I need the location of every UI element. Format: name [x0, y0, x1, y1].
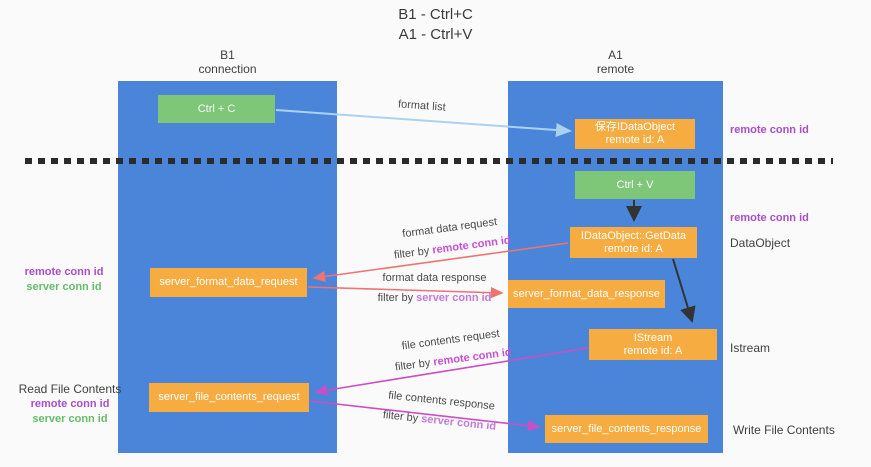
server-file-contents-request-node: server_file_contents_request [149, 383, 309, 412]
phase-divider-dashed-line [25, 158, 833, 164]
lane-a1-role: remote [596, 62, 635, 76]
remote-conn-id-label-top-right: remote conn id [730, 124, 809, 136]
ctrl-c-label: Ctrl + C [197, 102, 236, 115]
server-format-data-request-label: server_format_data_request [159, 276, 298, 288]
getdata-line1: IDataObject::GetData [580, 229, 687, 242]
getdata-line2: remote id: A [604, 242, 663, 255]
server-conn-id-label-left-bottom: server conn id [32, 413, 108, 425]
saved-dataobject-line1: 保存IDataObject [594, 121, 676, 133]
server-format-data-response-node: server_format_data_response [508, 280, 665, 308]
format-data-response-text: format data response [382, 272, 487, 284]
ctrl-c-node: Ctrl + C [158, 95, 275, 123]
istream-node: IStream remote id: A [589, 329, 717, 360]
remote-conn-id-label-left-bottom: remote conn id [30, 398, 110, 410]
title-line-2: A1 - Ctrl+V [398, 26, 473, 43]
write-file-contents-label: Write File Contents [733, 423, 835, 437]
saved-dataobject-node: 保存IDataObject remote id: A [575, 119, 695, 149]
filter-value-remote-conn-id: remote conn id [432, 346, 513, 369]
server-file-contents-response-node: server_file_contents_response [545, 415, 708, 443]
format-list-edge-label: format list [397, 98, 447, 114]
left-bottom-labels: Read File Contents remote conn id server… [10, 382, 130, 427]
server-format-data-response-label: server_format_data_response [513, 287, 660, 300]
filter-value-remote-conn-id: remote conn id [431, 234, 512, 257]
istream-line2: remote id: A [623, 344, 683, 357]
lane-b1-name: B1 [220, 48, 235, 62]
filter-by-prefix: filter by [377, 292, 414, 304]
server-file-contents-request-label: server_file_contents_request [158, 391, 300, 403]
remote-conn-id-label-mid-right: remote conn id [730, 212, 809, 224]
read-file-contents-label: Read File Contents [18, 382, 122, 396]
server-format-data-request-node: server_format_data_request [150, 268, 307, 297]
diagram-title: B1 - Ctrl+C A1 - Ctrl+V [0, 5, 871, 45]
getdata-node: IDataObject::GetData remote id: A [570, 227, 697, 258]
remote-conn-id-label-left-mid: remote conn id [24, 266, 104, 278]
ctrl-v-node: Ctrl + V [575, 171, 695, 199]
lane-header-b1: B1 connection [118, 48, 337, 76]
left-mid-conn-id-labels: remote conn id server conn id [8, 265, 120, 295]
istream-line1: IStream [633, 331, 673, 344]
format-data-request-edge-label: format data request filter byremote conn… [379, 213, 524, 263]
filter-value-server-conn-id: server conn id [416, 292, 492, 304]
lane-b1-role: connection [198, 62, 257, 76]
lane-a1-name: A1 [608, 48, 623, 62]
file-contents-request-edge-label: file contents request filter byremote co… [380, 325, 525, 375]
filter-value-server-conn-id: server conn id [420, 413, 497, 433]
title-line-1: B1 - Ctrl+C [398, 6, 473, 23]
filter-by-prefix: filter by [393, 244, 431, 262]
server-conn-id-label-left-mid: server conn id [26, 281, 102, 293]
filter-by-prefix: filter by [394, 356, 432, 374]
istream-side-label: Istream [730, 341, 771, 355]
server-file-contents-response-label: server_file_contents_response [551, 422, 702, 435]
saved-dataobject-line2: remote id: A [605, 134, 665, 146]
lane-header-a1: A1 remote [508, 48, 723, 76]
filter-by-prefix: filter by [382, 409, 419, 425]
dataobject-label: DataObject [730, 236, 791, 250]
ctrl-v-label: Ctrl + V [616, 178, 654, 191]
